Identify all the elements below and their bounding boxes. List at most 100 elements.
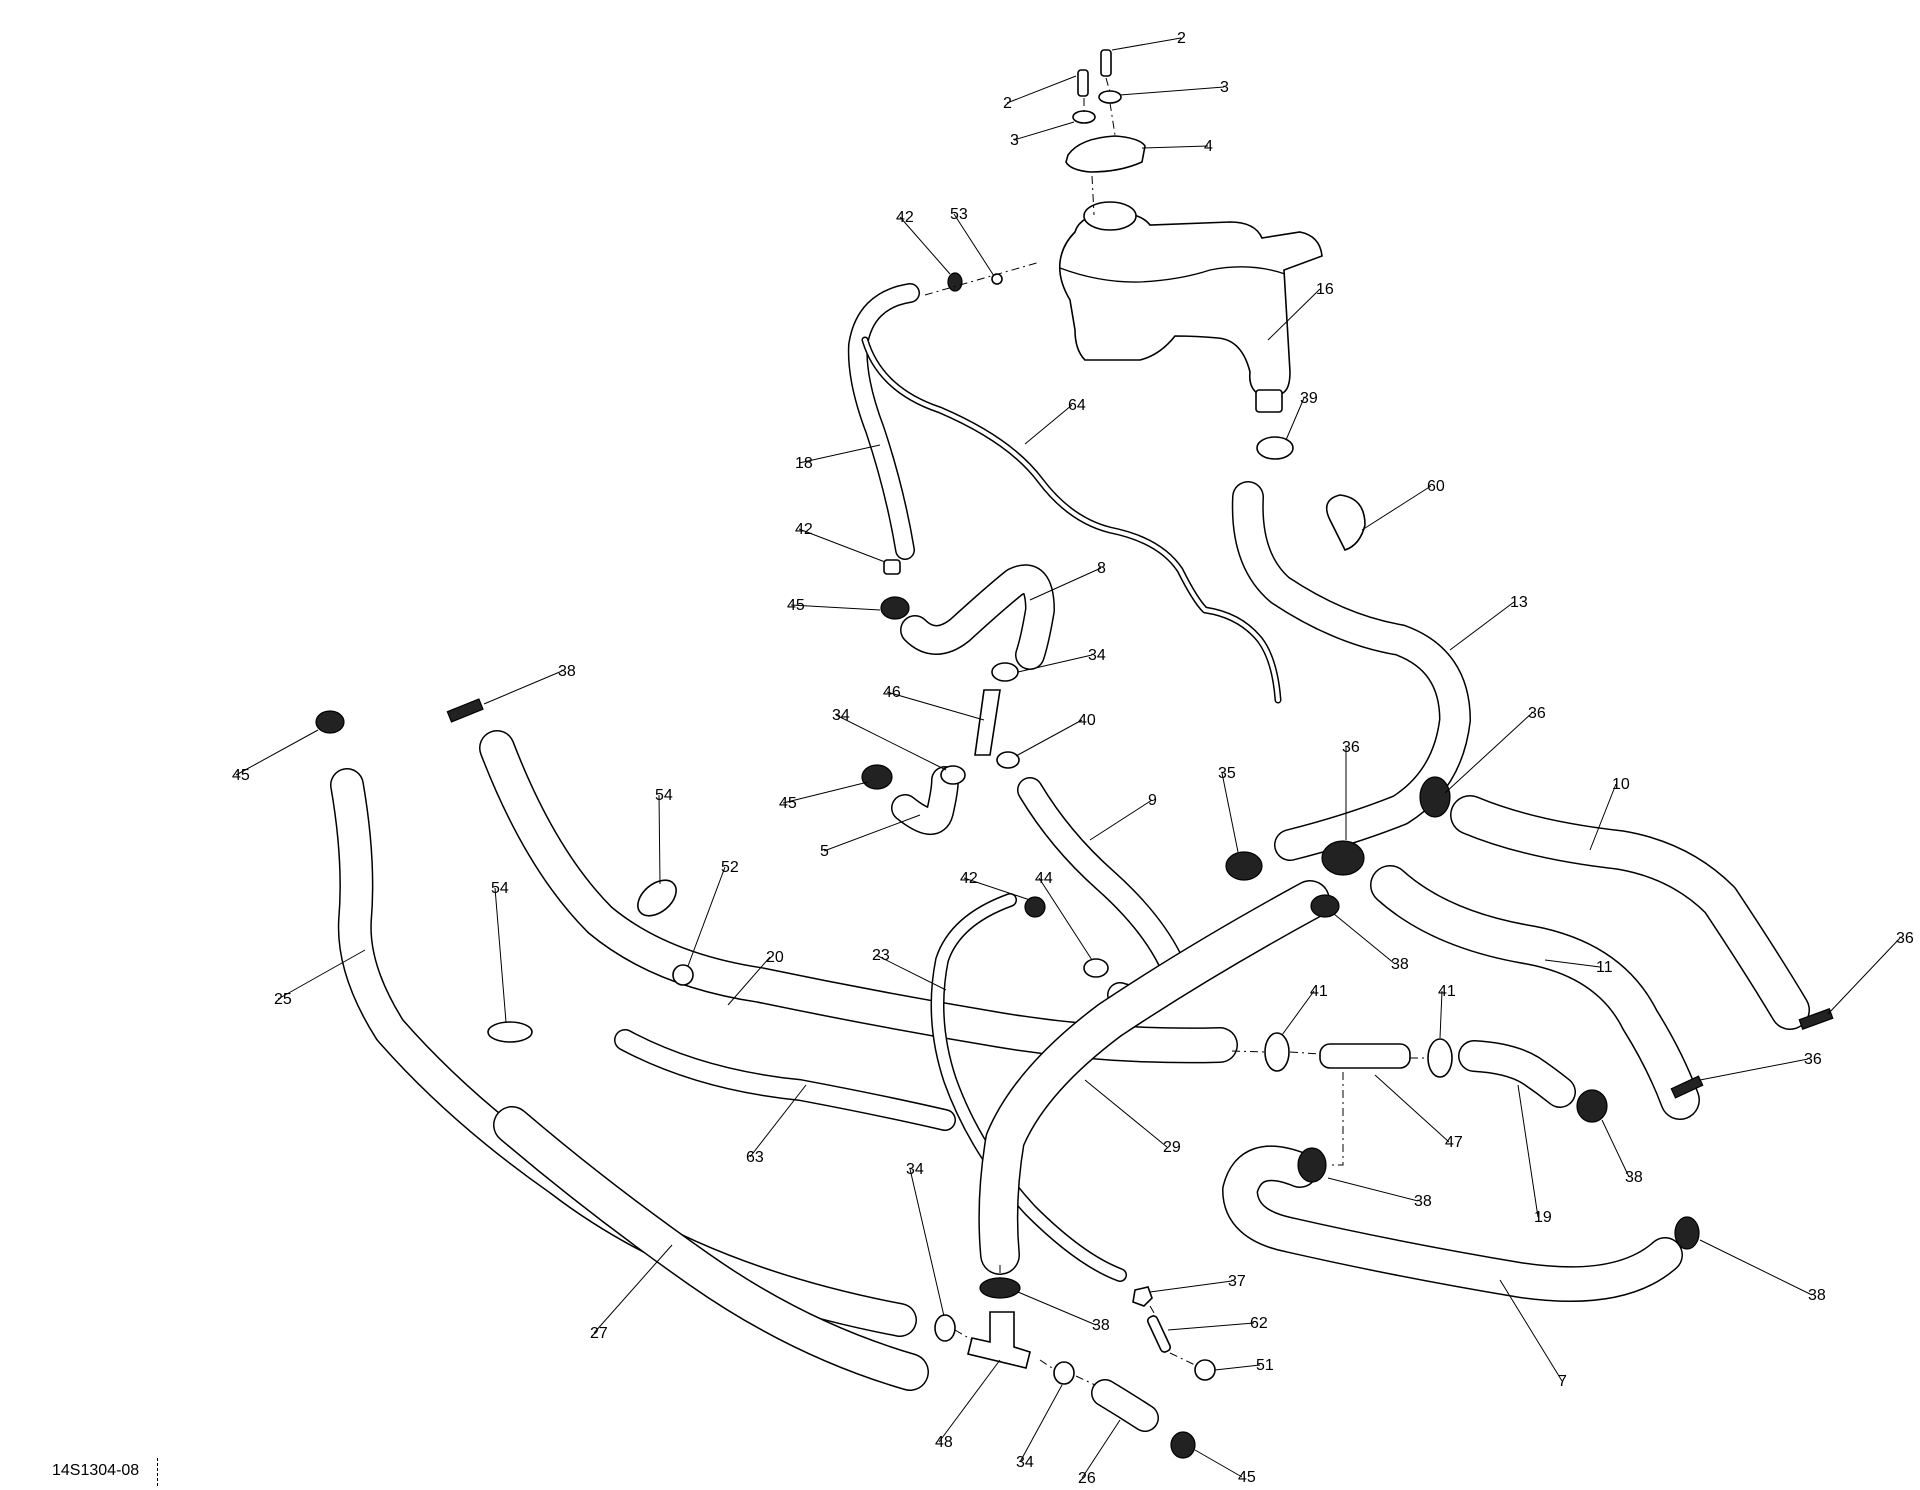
figure-reference-mark [157,1458,158,1486]
callout-label: 63 [746,1149,764,1166]
callout-label: 11 [1596,959,1613,976]
callout-label: 48 [935,1434,953,1451]
callout-label: 19 [1534,1209,1552,1226]
callout-label: 47 [1445,1134,1463,1151]
callout-label: 38 [1625,1169,1643,1186]
clamp-42-low [1024,896,1046,918]
leader-line [1015,719,1083,757]
leader-line [835,714,947,771]
leader-line [1167,1322,1255,1331]
leader-line [1699,1058,1809,1081]
hose-5-body [892,767,958,834]
clamp-36-a [1321,840,1365,876]
callout-label: 38 [1808,1287,1826,1304]
callout-label: 42 [896,209,914,226]
callout-label: 45 [779,795,797,812]
leader-line [483,670,563,705]
clamp-34-b [940,765,966,785]
clamp-42-top [947,272,963,292]
leader-line [1194,1449,1243,1478]
callout-label: 38 [1092,1317,1110,1334]
leader-line [1019,1384,1063,1463]
leader-line [1439,990,1443,1039]
hose-10-body [1451,796,1809,1029]
leader-line [1449,601,1515,651]
leader-line [1544,959,1601,968]
leader-line [1517,1084,1539,1218]
callout-label: 37 [1228,1273,1246,1290]
leader-line [1281,990,1315,1036]
leader-line [899,216,951,275]
leader-line [886,691,985,721]
clamp-38-d [1297,1147,1327,1183]
callout-label: 20 [766,949,784,966]
leader-line [1333,913,1396,965]
t-fitting-48 [967,1311,1031,1369]
leader-line [1221,772,1239,853]
callout-label: 45 [232,767,250,784]
hose-27-body [494,1107,928,1390]
leader-line [658,794,661,885]
callout-label: 36 [1528,705,1546,722]
callout-label: 35 [1218,765,1236,782]
callout-label: 41 [1310,983,1328,1000]
expansion-tank-16 [1058,211,1323,397]
pressure-cap-4 [1065,135,1146,173]
clamp-44 [1083,958,1109,978]
clamp-45-c [861,764,893,790]
callout-label: 38 [558,663,576,680]
callout-label: 16 [1316,281,1334,298]
cable-tie-54-b [487,1021,533,1043]
callout-label: 51 [1256,1357,1274,1374]
clamp-45-b [880,596,910,620]
clamp-36-d [1670,1075,1704,1099]
leader-line [1267,288,1321,341]
leader-line [1827,937,1901,1015]
leader-line [1017,654,1093,673]
callout-label: 38 [1391,956,1409,973]
leader-line [1444,712,1533,794]
fitting-62 [1146,1315,1172,1353]
leader-line [1361,485,1432,531]
leader-line [875,954,947,991]
connector-47 [1319,1043,1411,1069]
leader-line [823,814,921,852]
clamp-35 [1225,851,1263,881]
callout-label: 52 [721,859,739,876]
leader-line [1006,75,1077,104]
callout-label: 41 [1438,983,1456,1000]
callout-label: 62 [1250,1315,1268,1332]
leader-line [494,887,507,1023]
leader-line [1013,121,1075,141]
callout-label: 3 [1220,79,1229,96]
callout-label: 36 [1804,1051,1822,1068]
leader-lines [235,37,1901,1479]
callout-label: 13 [1510,594,1528,611]
callout-label: 3 [1010,132,1019,149]
callout-label: 42 [960,870,978,887]
leader-line [277,949,366,1000]
callout-label: 64 [1068,397,1086,414]
leader-line [1149,1280,1233,1293]
callout-label: 5 [820,843,829,860]
washer-3a [1098,90,1122,104]
clamp-39 [1256,436,1294,460]
leader-line [687,866,726,967]
clamp-42-mid [883,559,901,575]
assembly-axis-lines [924,77,1428,1386]
leader-line [1699,1239,1813,1296]
clamp-34-c [934,1314,956,1342]
callout-label: 45 [787,597,805,614]
clamp-38-b [1310,894,1340,918]
callout-label: 9 [1148,792,1157,809]
callout-label: 34 [1016,1454,1034,1471]
leader-line [1081,1419,1121,1479]
callout-label: 40 [1078,712,1096,729]
leader-line [1029,567,1102,601]
clamp-38-c [1576,1089,1608,1123]
hose-64-body [863,338,1280,702]
washer-3b [1072,110,1096,124]
hose-23-body [932,894,1126,1281]
leader-line [1601,1119,1630,1178]
